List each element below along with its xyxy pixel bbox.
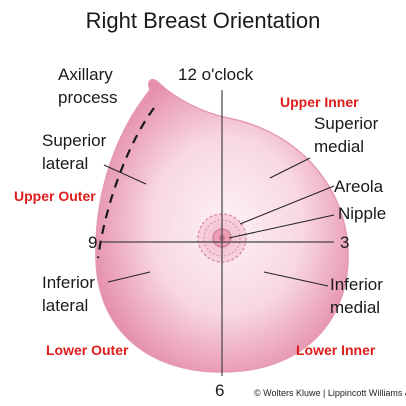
label-areola: Areola <box>334 176 383 197</box>
copyright-credit: © Wolters Kluwe | Lippincott Williams & <box>254 388 406 398</box>
label-axillary-line1: Axillary <box>58 64 113 85</box>
label-superior-lateral-line2: lateral <box>42 153 88 174</box>
label-superior-lateral-line1: Superior <box>42 130 106 151</box>
label-inferior-medial-line2: medial <box>330 297 380 318</box>
label-superior-medial-line1: Superior <box>314 113 378 134</box>
label-lower-inner: Lower Inner <box>296 340 375 361</box>
label-3: 3 <box>340 232 349 253</box>
label-12-oclock: 12 o'clock <box>178 64 253 85</box>
label-inferior-lateral-line1: Inferior <box>42 272 95 293</box>
label-upper-outer: Upper Outer <box>14 186 96 207</box>
label-9: 9 <box>88 232 97 253</box>
label-6: 6 <box>215 380 224 401</box>
label-axillary-line2: process <box>58 87 118 108</box>
label-lower-outer: Lower Outer <box>46 340 128 361</box>
label-superior-medial-line2: medial <box>314 136 364 157</box>
label-upper-inner: Upper Inner <box>280 92 359 113</box>
label-inferior-medial-line1: Inferior <box>330 274 383 295</box>
label-nipple: Nipple <box>338 203 386 224</box>
label-inferior-lateral-line2: lateral <box>42 295 88 316</box>
